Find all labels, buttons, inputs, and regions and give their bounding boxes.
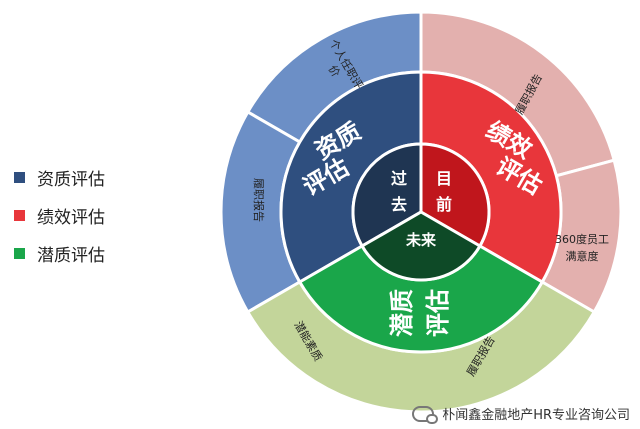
middle-label-potential-1: 潜质: [388, 289, 416, 337]
outer-label-performance-bottom-2: 满意度: [566, 249, 599, 263]
watermark: 朴闻鑫金融地产HR专业咨询公司: [412, 404, 630, 424]
legend-item-potential: 潜质评估: [14, 234, 105, 272]
legend-swatch-potential: [14, 247, 25, 259]
outer-label-qualification-bottom: 履职报告: [252, 178, 266, 222]
core-label-present-2: 前: [436, 195, 452, 214]
core-label-past-1: 过: [391, 169, 407, 188]
core-segment-future: [360, 210, 482, 282]
legend-item-performance: 绩效评估: [14, 196, 105, 234]
legend-swatch-performance: [14, 209, 25, 221]
legend-swatch-qualification: [14, 171, 25, 183]
legend-label: 潜质评估: [37, 245, 105, 266]
core-label-future: 未来: [405, 231, 437, 249]
wechat-icon: [412, 405, 439, 424]
middle-label-potential-2: 评估: [424, 289, 452, 337]
outer-label-performance-bottom-1: 360度员工: [555, 232, 609, 246]
legend-item-qualification: 资质评估: [14, 158, 105, 196]
core-label-past-2: 去: [391, 195, 407, 214]
legend: 资质评估 绩效评估 潜质评估: [14, 158, 105, 272]
legend-label: 资质评估: [37, 169, 105, 190]
core-label-present-1: 目: [436, 169, 452, 188]
watermark-text: 朴闻鑫金融地产HR专业咨询公司: [442, 408, 630, 423]
legend-label: 绩效评估: [37, 207, 105, 228]
